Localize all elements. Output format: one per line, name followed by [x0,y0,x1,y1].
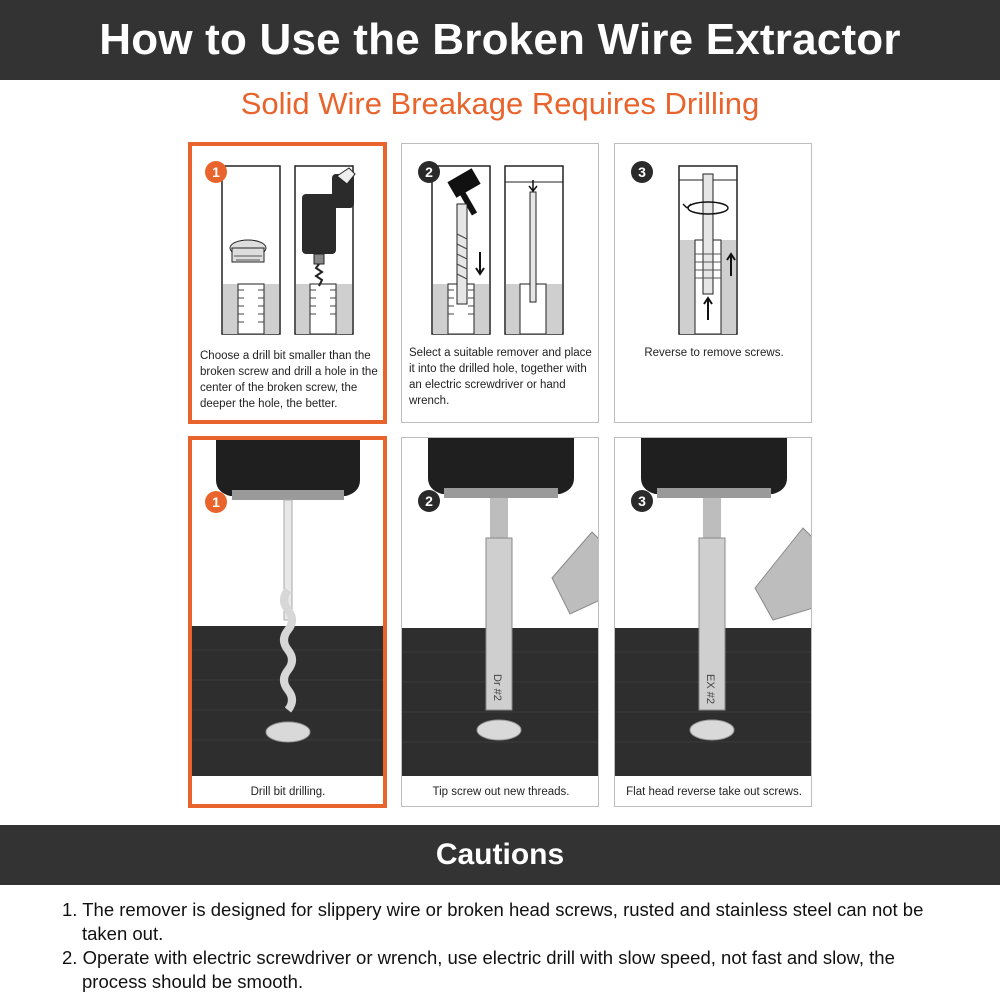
drill-hole-diagram [221,165,356,335]
step-number-badge: 2 [418,161,440,183]
flat-head-photo: EX #2 [615,438,811,776]
page-title: How to Use the Broken Wire Extractor [99,15,901,64]
bit-label: EX #2 [704,674,716,704]
step-number-badge: 1 [205,491,227,513]
cautions-list: 1. The remover is designed for slippery … [62,898,962,994]
step-caption: Reverse to remove screws. [644,347,784,359]
diagram-step-3: 3 Reverse to remove screws. [614,143,812,423]
photo-step-3: EX #2 3 Flat head reverse take out screw… [614,437,812,807]
step-caption: Tip screw out new threads. [432,786,570,798]
step-caption: Drill bit drilling. [250,786,326,798]
header-bar: How to Use the Broken Wire Extractor [0,0,1000,80]
photo-step-2: Dr #2 2 Tip screw out new threads. [401,437,599,807]
reverse-remove-diagram [678,165,738,335]
caution-item: 2. Operate with electric screwdriver or … [62,947,895,992]
insert-remover-diagram [431,165,564,335]
step-caption: Choose a drill bit smaller than the brok… [200,350,378,410]
cautions-title: Cautions [435,838,565,871]
step-number-badge: 1 [205,161,227,183]
bit-label: Dr #2 [491,674,503,701]
drill-bit-photo [192,440,383,776]
step-number-badge: 2 [418,490,440,512]
step-caption: Flat head reverse take out screws. [626,786,802,798]
step-number-badge: 3 [631,490,653,512]
step-caption: Select a suitable remover and place it i… [409,347,592,407]
diagram-step-2: 2 Select a suitable remover and place it… [401,143,599,423]
step-number-badge: 3 [631,161,653,183]
cautions-bar: Cautions [0,825,1000,885]
caution-item: 1. The remover is designed for slippery … [62,899,924,944]
diagram-step-1: 1 Choose a drill bit smaller than the br… [188,142,387,424]
section-subtitle: Solid Wire Breakage Requires Drilling [240,86,760,121]
tip-screw-photo: Dr #2 [402,438,598,776]
photo-step-1: 1 Drill bit drilling. [188,436,387,808]
